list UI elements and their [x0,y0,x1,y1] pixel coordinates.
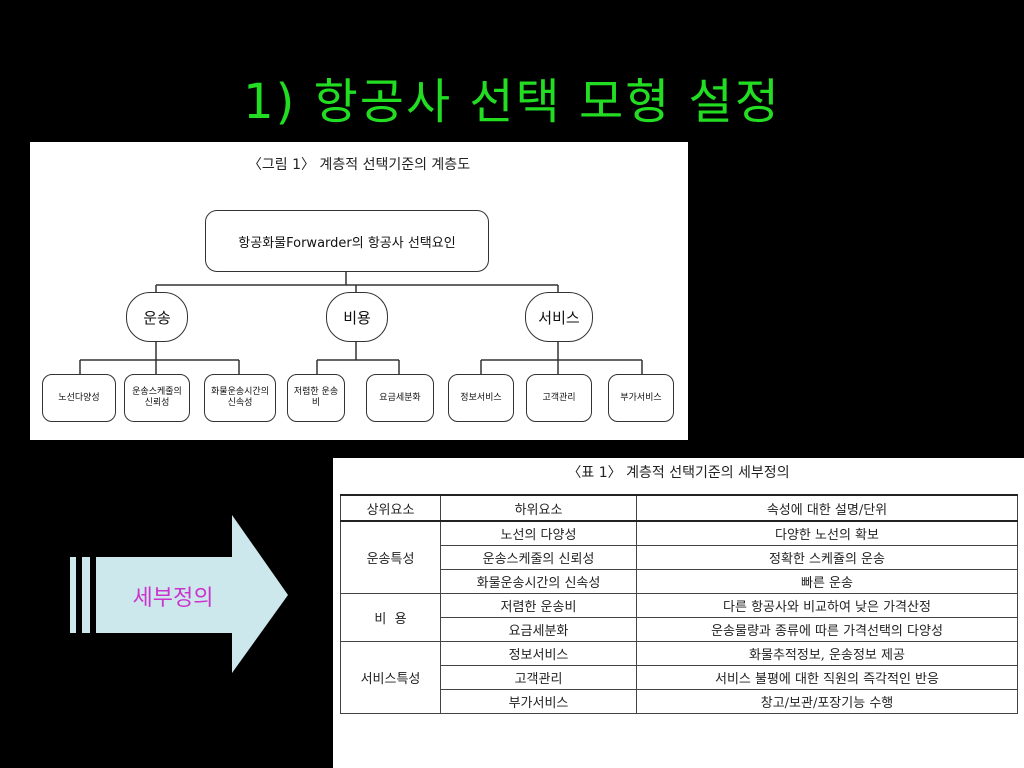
slide-title: 1) 항공사 선택 모형 설정 [243,74,781,130]
table-row: 부가서비스 창고/보관/포장기능 수행 [341,689,1018,714]
leaf-node: 노선다양성 [42,374,116,422]
table-header-cell: 상위요소 [340,494,441,522]
leaf-node: 고객관리 [526,374,592,422]
group-node-cost: 비용 [326,292,388,342]
table-header-row: 상위요소 하위요소 속성에 대한 설명/단위 [340,494,1018,522]
table-cell: 부가서비스 [440,689,637,714]
table-cell: 고객관리 [440,665,637,690]
detail-table: 상위요소 하위요소 속성에 대한 설명/단위 운송특성 노선의 다양성 다양한 … [340,494,1018,714]
table-row: 서비스특성 정보서비스 화물추적정보, 운송정보 제공 [340,641,1018,714]
figure-caption: 〈그림 1〉 계층적 선택기준의 계층도 [247,157,471,173]
group-cell: 운송특성 [340,520,441,594]
right-arrow-icon [70,515,288,673]
arrow-label: 세부정의 [132,586,214,611]
leaf-node: 저렴한 운송비 [287,374,345,422]
leaf-node: 요금세분화 [366,374,434,422]
table-header-cell: 속성에 대한 설명/단위 [636,494,1018,522]
table-row: 요금세분화 운송물량과 종류에 따른 가격선택의 다양성 [341,617,1018,642]
leaf-node: 운송스케줄의 신뢰성 [124,374,190,422]
table-row: 비 용 저렴한 운송비 다른 항공사와 비교하여 낮은 가격산정 [340,593,1018,642]
table-cell: 화물운송시간의 신속성 [440,569,637,594]
table-row: 운송스케줄의 신뢰성 정확한 스케쥴의 운송 [341,545,1018,570]
table-cell: 서비스 불평에 대한 직원의 즉각적인 반응 [636,665,1018,690]
detail-table-panel: 〈표 1〉 계층적 선택기준의 세부정의 상위요소 하위요소 속성에 대한 설명… [333,458,1024,768]
group-cell: 서비스특성 [340,641,441,714]
leaf-node: 화물운송시간의 신속성 [204,374,276,422]
table-caption: 〈표 1〉 계층적 선택기준의 세부정의 [567,465,790,481]
group-node-service: 서비스 [525,292,593,342]
arrow-graphic [70,515,290,675]
hierarchy-figure: 〈그림 1〉 계층적 선택기준의 계층도 [30,142,688,440]
table-row: 고객관리 서비스 불평에 대한 직원의 즉각적인 반응 [341,665,1018,690]
table-header-cell: 하위요소 [440,494,637,522]
leaf-node: 부가서비스 [608,374,674,422]
table-cell: 다양한 노선의 확보 [636,520,1018,546]
table-cell: 노선의 다양성 [440,520,637,546]
root-node: 항공화물Forwarder의 항공사 선택요인 [205,210,489,272]
table-cell: 다른 항공사와 비교하여 낮은 가격산정 [636,593,1018,618]
table-cell: 창고/보관/포장기능 수행 [636,689,1018,714]
table-cell: 저렴한 운송비 [440,593,637,618]
table-cell: 운송스케줄의 신뢰성 [440,545,637,570]
table-row: 화물운송시간의 신속성 빠른 운송 [341,569,1018,594]
tree-connector-lines [79,272,643,374]
group-node-transport: 운송 [126,292,188,342]
leaf-node: 정보서비스 [448,374,514,422]
table-cell: 운송물량과 종류에 따른 가격선택의 다양성 [636,617,1018,642]
group-cell: 비 용 [340,593,441,642]
table-cell: 빠른 운송 [636,569,1018,594]
table-cell: 정확한 스케쥴의 운송 [636,545,1018,570]
table-cell: 화물추적정보, 운송정보 제공 [636,641,1018,666]
table-cell: 요금세분화 [440,617,637,642]
table-cell: 정보서비스 [440,641,637,666]
table-row: 운송특성 노선의 다양성 다양한 노선의 확보 [340,520,1018,594]
